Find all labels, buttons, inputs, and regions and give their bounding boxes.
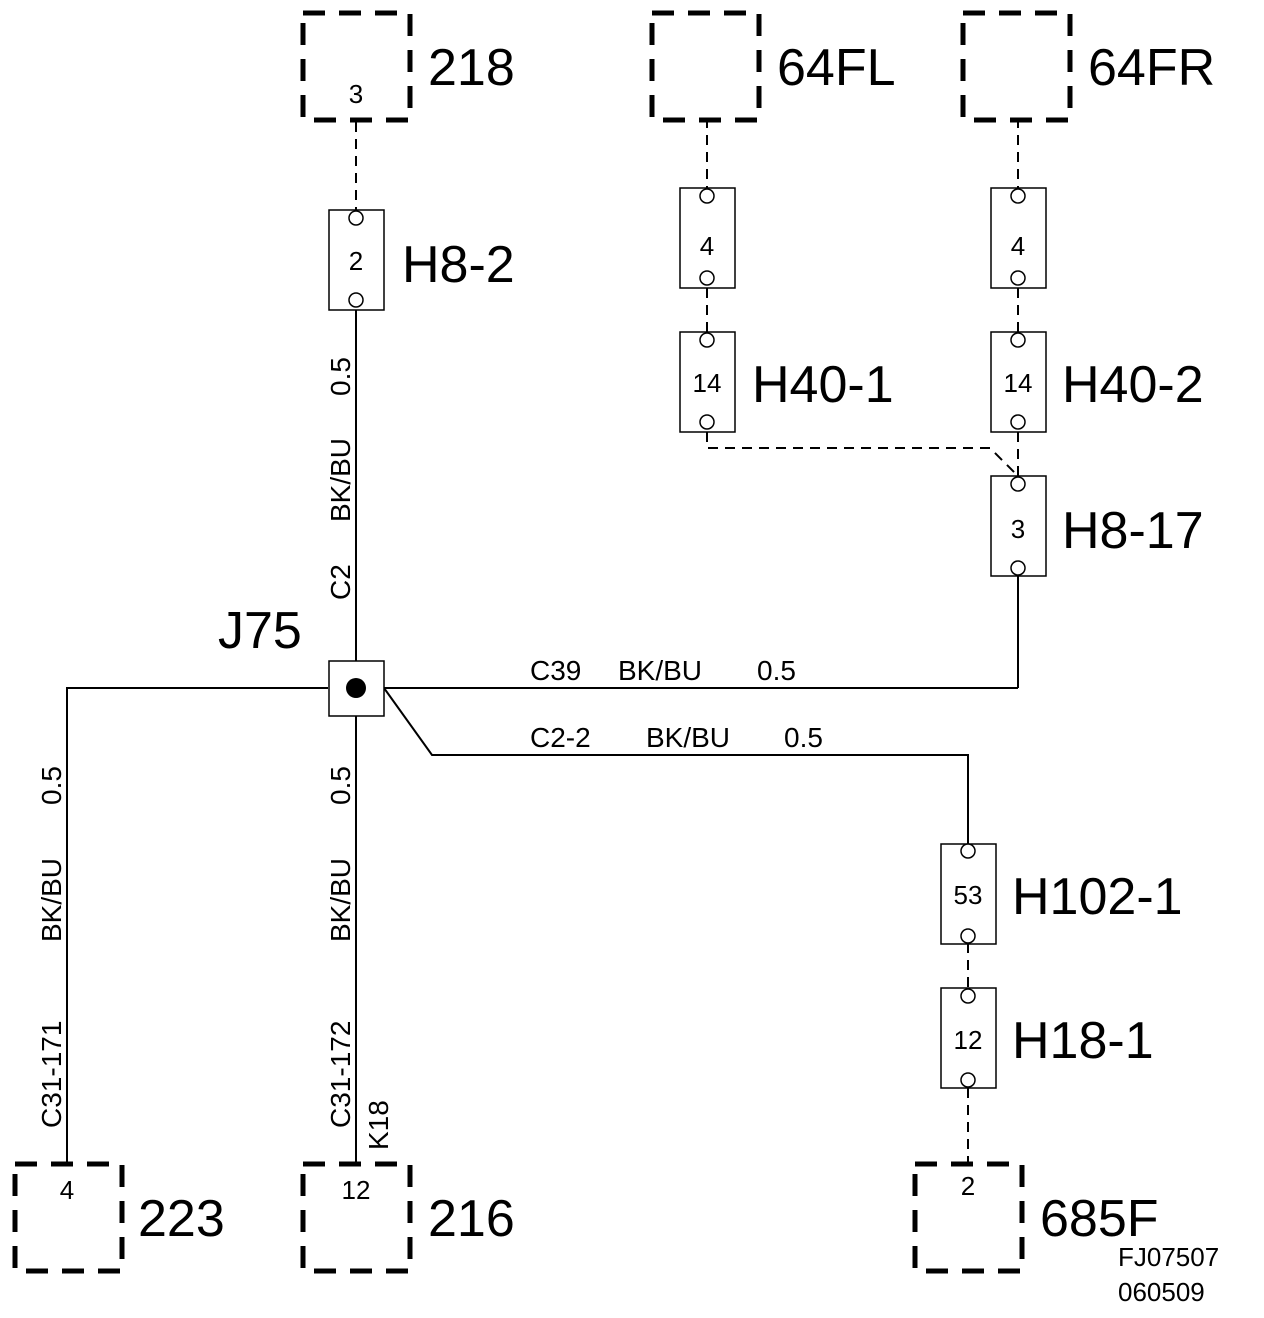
- component-216-pin: 12: [342, 1175, 371, 1205]
- connector-h40-1-bottom-pin: [699, 414, 715, 430]
- component-223: 4 223: [12, 1161, 225, 1274]
- component-685f-box: [912, 1161, 1025, 1274]
- component-218-label: 218: [428, 39, 515, 97]
- component-216: 12 216: [300, 1161, 515, 1274]
- component-218-box: [300, 10, 413, 123]
- connector-h18-1-pin: 12: [954, 1025, 983, 1055]
- connector-h18-1-label: H18-1: [1012, 1012, 1154, 1070]
- dash-h40-1-h8-17: [706, 432, 1019, 477]
- component-216-label: 216: [428, 1190, 515, 1248]
- component-685f-label: 685F: [1040, 1190, 1159, 1248]
- connector-h102-1-bottom-pin: [960, 928, 976, 944]
- component-216-box: [300, 1161, 413, 1274]
- wire-c2-color: BK/BU: [325, 438, 356, 522]
- wire-c31-171: [66, 687, 328, 1162]
- component-64fl-box: [649, 10, 762, 123]
- component-218: 3 218: [300, 10, 515, 123]
- connector-h40-2-label: H40-2: [1062, 356, 1204, 414]
- connector-h40-1-upper-pin: 4: [700, 231, 714, 261]
- wire-c31-172-color: BK/BU: [325, 858, 356, 942]
- component-685f-pin: 2: [961, 1171, 975, 1201]
- drawing-reference-line1: FJ07507: [1118, 1242, 1219, 1272]
- connector-h40-2: 14 H40-2: [990, 331, 1204, 433]
- connector-h40-2-pin: 14: [1004, 368, 1033, 398]
- wire-c39-labels: C39 BK/BU 0.5: [530, 655, 796, 686]
- connector-h18-1: 12 H18-1: [940, 987, 1154, 1089]
- wire-c2-2-size: 0.5: [784, 722, 823, 753]
- drawing-reference: FJ07507 060509: [1118, 1242, 1219, 1307]
- connector-h102-1-label: H102-1: [1012, 868, 1183, 926]
- wire-c2-labels: C2 BK/BU 0.5: [325, 357, 356, 600]
- connector-h8-17-top-pin: [1010, 476, 1026, 492]
- connector-h102-1-top-pin: [960, 843, 976, 859]
- component-685f: 2 685F: [912, 1161, 1159, 1274]
- wire-c2-size: 0.5: [325, 357, 356, 396]
- wire-c31-171-size: 0.5: [36, 766, 67, 805]
- wire-c31-171-labels: C31-171 BK/BU 0.5: [36, 766, 67, 1128]
- connector-h18-1-box: [940, 987, 997, 1089]
- connector-h8-2-box: [328, 209, 385, 311]
- wire-c31-171-color: BK/BU: [36, 858, 67, 942]
- connector-h40-1-top-pin: [699, 332, 715, 348]
- connector-h18-1-bottom-pin: [960, 1072, 976, 1088]
- connector-h40-1-upper-top-pin: [699, 188, 715, 204]
- connector-h40-2-bottom-pin: [1010, 414, 1026, 430]
- component-223-label: 223: [138, 1190, 225, 1248]
- wire-c2-circuit: C2: [325, 564, 356, 600]
- connector-h8-17-bottom-pin: [1010, 560, 1026, 576]
- connector-h102-1: 53 H102-1: [940, 843, 1183, 945]
- connector-h102-1-pin: 53: [954, 880, 983, 910]
- wire-c39-color: BK/BU: [618, 655, 702, 686]
- connector-h8-2-bottom-pin: [348, 292, 364, 308]
- splice-j75-dot: [346, 678, 366, 698]
- wire-c2-2-labels: C2-2 BK/BU 0.5: [530, 722, 823, 753]
- component-64fr-label: 64FR: [1088, 39, 1215, 97]
- connector-h18-1-top-pin: [960, 988, 976, 1004]
- component-218-pin: 3: [349, 79, 363, 109]
- connector-h40-1-pin: 14: [693, 368, 722, 398]
- connector-h8-17: 3 H8-17: [990, 475, 1204, 577]
- wire-c31-171-circuit: C31-171: [36, 1021, 67, 1128]
- wire-c2-2-circuit: C2-2: [530, 722, 591, 753]
- splice-j75: J75: [218, 602, 385, 717]
- connector-h8-17-label: H8-17: [1062, 502, 1204, 560]
- component-64fl-label: 64FL: [777, 39, 896, 97]
- component-64fr: 64FR: [960, 10, 1215, 123]
- connector-h40-2-upper: 4: [990, 187, 1047, 289]
- wire-c31-172-extra: K18: [363, 1100, 394, 1150]
- wire-c31-172-circuit: C31-172: [325, 1021, 356, 1128]
- connector-h40-1-label: H40-1: [752, 356, 894, 414]
- component-223-box: [12, 1161, 125, 1274]
- connector-h8-2: 2 H8-2: [328, 209, 515, 311]
- connector-h8-2-top-pin: [348, 210, 364, 226]
- connector-h40-1-upper: 4: [679, 187, 736, 289]
- connector-h8-2-pin: 2: [349, 246, 363, 276]
- connector-h40-2-upper-top-pin: [1010, 188, 1026, 204]
- component-64fl: 64FL: [649, 10, 896, 123]
- wire-c39-size: 0.5: [757, 655, 796, 686]
- connector-h40-2-upper-bottom-pin: [1010, 270, 1026, 286]
- connector-h40-2-upper-pin: 4: [1011, 231, 1025, 261]
- connector-h40-1-upper-bottom-pin: [699, 270, 715, 286]
- connector-h8-17-pin: 3: [1011, 514, 1025, 544]
- component-223-pin: 4: [60, 1175, 74, 1205]
- connector-h8-17-box: [990, 475, 1047, 577]
- wire-c2-2: [383, 687, 969, 844]
- connector-h8-2-label: H8-2: [402, 236, 515, 294]
- component-64fr-box: [960, 10, 1073, 123]
- connector-h40-1: 14 H40-1: [679, 331, 894, 433]
- wire-c2-2-color: BK/BU: [646, 722, 730, 753]
- splice-j75-label: J75: [218, 602, 302, 660]
- connector-h40-2-top-pin: [1010, 332, 1026, 348]
- wire-c31-172-labels: C31-172 BK/BU 0.5 K18: [325, 766, 394, 1150]
- wire-c31-172-size: 0.5: [325, 766, 356, 805]
- drawing-reference-line2: 060509: [1118, 1277, 1205, 1307]
- wire-c39-circuit: C39: [530, 655, 581, 686]
- connector-h102-1-box: [940, 843, 997, 945]
